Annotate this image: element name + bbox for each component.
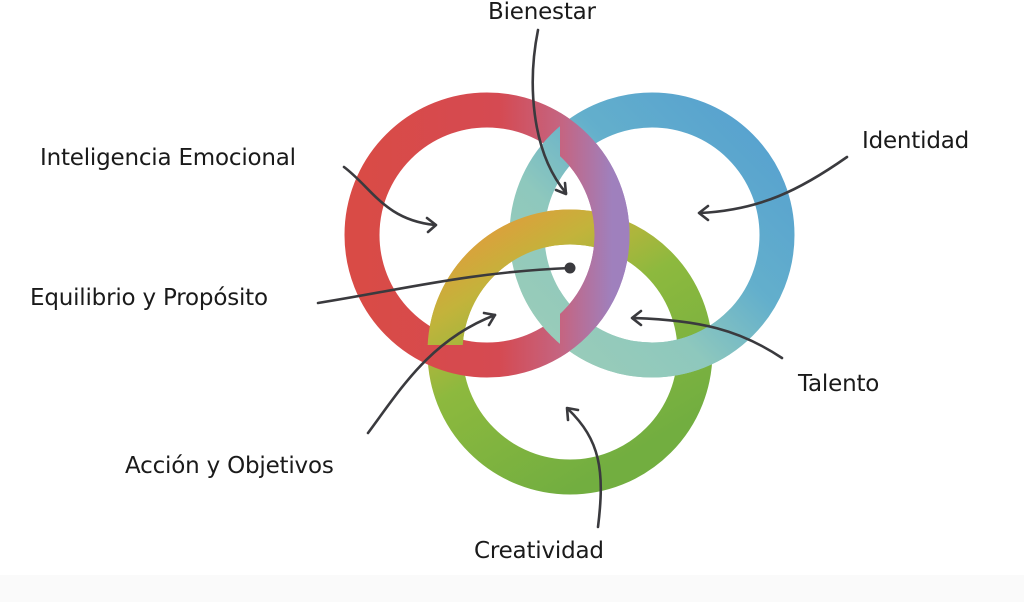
talento-arrow: [631, 316, 784, 360]
bottom-band: [0, 575, 1024, 602]
creatividad-arrowhead-icon: [565, 406, 580, 422]
red-ring-overlap: [560, 112, 630, 300]
inteligencia-arrow: [342, 165, 437, 227]
equilibrio-line: [316, 266, 572, 305]
label-identidad: Identidad: [862, 128, 970, 154]
accion-arrowhead-icon: [482, 311, 497, 327]
blue-ring-overlap: [520, 290, 730, 378]
identidad-arrow: [698, 155, 849, 215]
label-talento: Talento: [798, 371, 880, 397]
green-ring-overlap: [427, 209, 590, 345]
label-accion-objetivos: Acción y Objetivos: [125, 453, 334, 479]
identidad-arrowhead-icon: [697, 204, 710, 222]
creatividad-arrow: [566, 407, 603, 529]
accion-arrow: [366, 313, 497, 435]
label-creatividad: Creatividad: [474, 538, 604, 564]
label-inteligencia-emocional: Inteligencia Emocional: [40, 145, 296, 171]
label-equilibrio-proposito: Equilibrio y Propósito: [30, 285, 268, 311]
bienestar-arrow: [531, 28, 568, 195]
inteligencia-arrowhead-icon: [425, 216, 438, 234]
label-bienestar: Bienestar: [488, 0, 596, 25]
bienestar-arrowhead-icon: [554, 181, 568, 196]
equilibrio-dot-icon: [564, 262, 576, 274]
talento-arrowhead-icon: [630, 309, 643, 327]
